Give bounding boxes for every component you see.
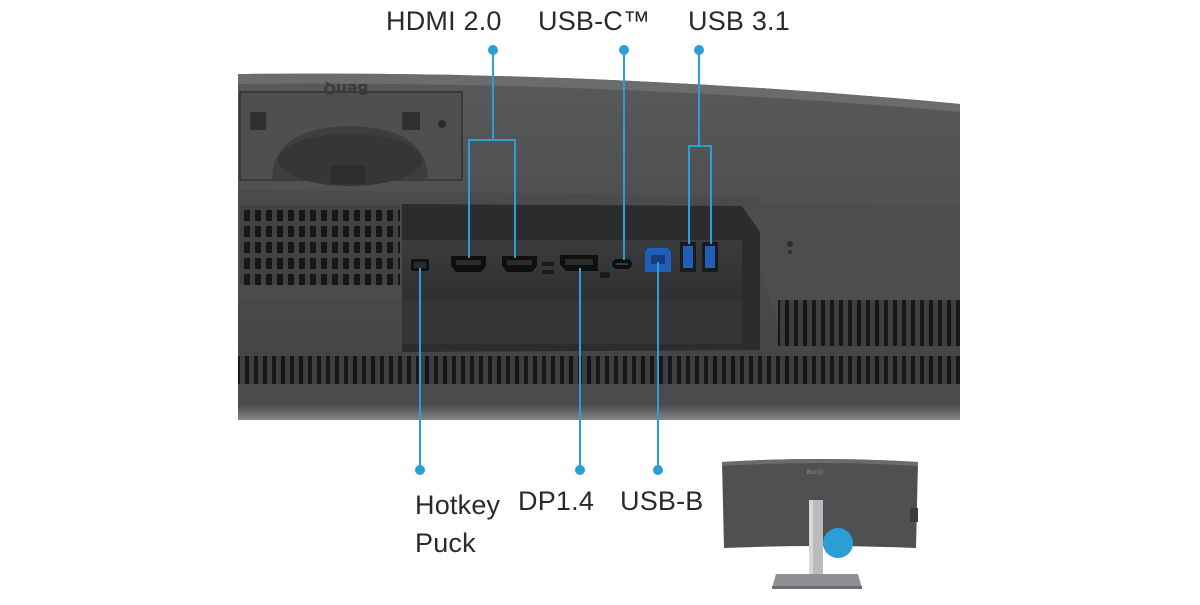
monitor-thumbnail: BenQ (722, 459, 918, 589)
io-location-highlight (823, 528, 853, 558)
callout-lines (419, 50, 712, 468)
port-displayport (560, 255, 598, 271)
port-hdmi-2 (502, 256, 537, 272)
port-usb-a-2 (702, 242, 718, 272)
thumbnail-base (772, 574, 862, 588)
right-vent-grille (778, 300, 960, 346)
label-usb-3-1: USB 3.1 (688, 6, 790, 36)
label-usb-b: USB-B (620, 486, 704, 516)
port-hdmi-1 (451, 256, 486, 272)
port-hotkey-puck (411, 259, 429, 271)
port-usb-a-1 (680, 242, 696, 272)
label-hotkey-line1: Hotkey (415, 490, 501, 520)
port-usb-c (612, 259, 632, 269)
left-vent-grille (240, 205, 400, 285)
brand-logo-engraved: BenQ (323, 80, 368, 98)
label-usb-c: USB-C™ (538, 6, 651, 36)
label-hotkey-puck: Hotkey Puck (415, 486, 500, 562)
thumbnail-logo: BenQ (807, 469, 824, 476)
label-displayport: DP1.4 (518, 486, 595, 516)
port-usb-b (645, 248, 671, 272)
label-hotkey-line2: Puck (415, 528, 476, 558)
bottom-vent-strip (238, 356, 960, 384)
label-hdmi: HDMI 2.0 (386, 6, 502, 36)
callout-dots (415, 45, 704, 475)
